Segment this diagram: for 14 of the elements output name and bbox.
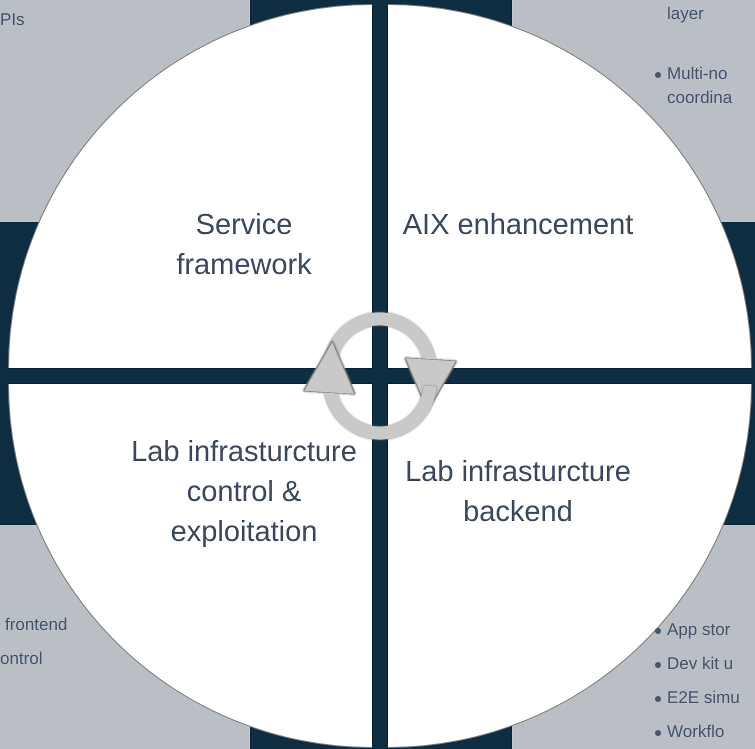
bullet-item: E2E simu [653,686,755,710]
quadrant-title: AIX enhancement [402,208,634,243]
quadrant-title: Lab infrasturcture control & exploitation [130,435,358,550]
bullet-item: Multi-no coordina [653,62,755,110]
text-fragment: PIs [0,9,26,31]
bullet-item: Workflo [653,720,755,744]
text-fragment: frontend [5,614,68,636]
cycle-arrow [303,340,436,440]
quadrant-title: Lab infrasturcture backend [404,455,632,530]
bullet-item: Dev kit u [653,652,755,676]
bullet-item: App stor [653,618,755,642]
quadrant-title: Service framework [175,208,313,283]
text-fragment: ontrol [0,648,44,670]
text-fragment: layer [667,3,705,25]
